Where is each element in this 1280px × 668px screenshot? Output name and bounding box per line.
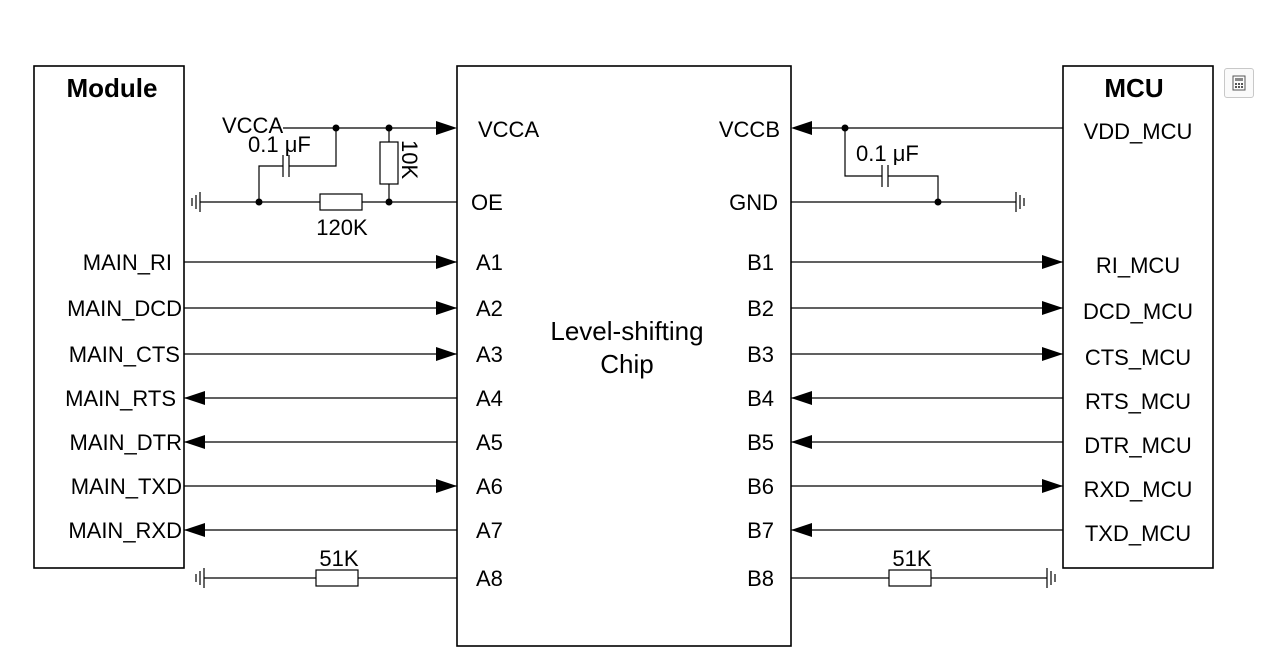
vcca-net-label: VCCA bbox=[222, 113, 283, 138]
mcu-pin-ri-mcu: RI_MCU bbox=[1096, 253, 1180, 278]
chip-label-line1: Level-shifting bbox=[550, 316, 703, 346]
cap-left-wire-top bbox=[289, 128, 337, 167]
r10k-label: 10K bbox=[397, 140, 422, 179]
ground-symbol-a8 bbox=[195, 568, 205, 588]
chip-pin-a6: A6 bbox=[476, 474, 503, 499]
chip-pin-a7: A7 bbox=[476, 518, 503, 543]
ground-symbol-b8 bbox=[1046, 568, 1056, 588]
mcu-pin-txd-mcu: TXD_MCU bbox=[1085, 521, 1191, 546]
arrow-into-mcu bbox=[1042, 347, 1063, 361]
resistor-120k bbox=[319, 193, 363, 211]
arrow-into-mcu bbox=[1042, 301, 1063, 315]
mcu-pin-cts-mcu: CTS_MCU bbox=[1085, 345, 1191, 370]
chip-vccb-label: VCCB bbox=[719, 117, 780, 142]
chip-pin-b7: B7 bbox=[747, 518, 774, 543]
module-pin-main-cts: MAIN_CTS bbox=[69, 342, 180, 367]
mcu-pin-dcd-mcu: DCD_MCU bbox=[1083, 299, 1193, 324]
mcu-pin-rxd-mcu: RXD_MCU bbox=[1084, 477, 1193, 502]
chip-pin-a4: A4 bbox=[476, 386, 503, 411]
vcca-arrow bbox=[436, 121, 457, 135]
chip-label-line2: Chip bbox=[600, 349, 653, 379]
oe-junction-cap bbox=[255, 198, 263, 206]
module-title: Module bbox=[67, 73, 158, 103]
module-pin-main-rts: MAIN_RTS bbox=[65, 386, 176, 411]
ground-symbol-gnd bbox=[1015, 192, 1025, 212]
chip-pin-b1: B1 bbox=[747, 250, 774, 275]
module-pin-main-dcd: MAIN_DCD bbox=[67, 296, 182, 321]
r120k-label: 120K bbox=[316, 215, 368, 240]
arrow-into-module bbox=[184, 435, 205, 449]
ground-symbol-oe bbox=[191, 192, 201, 212]
arrow-into-chip bbox=[436, 255, 457, 269]
cap-right-wire-bottom bbox=[888, 175, 939, 202]
mcu-pin-labels: RI_MCU DCD_MCU CTS_MCU RTS_MCU DTR_MCU RXD_MC… bbox=[1083, 253, 1193, 546]
chip-pin-b3: B3 bbox=[747, 342, 774, 367]
vccb-arrow bbox=[791, 121, 812, 135]
module-pin-main-rxd: MAIN_RXD bbox=[68, 518, 182, 543]
mcu-title: MCU bbox=[1104, 73, 1163, 103]
chip-pin-b4: B4 bbox=[747, 386, 774, 411]
chip-pin-b2: B2 bbox=[747, 296, 774, 321]
resistor-51k-b8 bbox=[888, 569, 932, 587]
arrow-into-chip bbox=[436, 347, 457, 361]
chip-pin-a1: A1 bbox=[476, 250, 503, 275]
mcu-pin-rts-mcu: RTS_MCU bbox=[1085, 389, 1191, 414]
module-box bbox=[33, 65, 185, 569]
r51k-a8-label: 51K bbox=[319, 546, 358, 571]
arrow-into-chip-b bbox=[791, 523, 812, 537]
arrow-into-module bbox=[184, 391, 205, 405]
cap-left-label: 0.1 μF bbox=[248, 132, 311, 157]
arrow-into-module bbox=[184, 523, 205, 537]
chip-box bbox=[456, 65, 792, 647]
module-pin-labels: MAIN_RI MAIN_DCD MAIN_CTS MAIN_RTS MAIN_DTR M… bbox=[65, 250, 182, 543]
chip-pin-a3: A3 bbox=[476, 342, 503, 367]
cap-right-label: 0.1 μF bbox=[856, 141, 919, 166]
chip-oe-label: OE bbox=[471, 190, 503, 215]
chip-pin-a2: A2 bbox=[476, 296, 503, 321]
gnd-junction bbox=[934, 198, 942, 206]
mcu-box bbox=[1062, 65, 1214, 569]
module-pin-main-ri: MAIN_RI bbox=[83, 250, 172, 275]
arrow-into-chip-b bbox=[791, 435, 812, 449]
arrow-into-chip bbox=[436, 479, 457, 493]
chip-pin-b6: B6 bbox=[747, 474, 774, 499]
chip-gnd-label: GND bbox=[729, 190, 778, 215]
chip-pin-b8: B8 bbox=[747, 566, 774, 591]
cap-right-wire-top bbox=[844, 128, 882, 177]
resistor-51k-a8 bbox=[315, 569, 359, 587]
calculator-icon[interactable] bbox=[1224, 68, 1254, 98]
arrow-into-chip-b bbox=[791, 391, 812, 405]
module-pin-main-dtr: MAIN_DTR bbox=[70, 430, 182, 455]
resistor-10k bbox=[379, 141, 399, 185]
module-pin-main-txd: MAIN_TXD bbox=[71, 474, 182, 499]
chip-pin-b5: B5 bbox=[747, 430, 774, 455]
mcu-pin-dtr-mcu: DTR_MCU bbox=[1084, 433, 1192, 458]
arrow-into-chip bbox=[436, 301, 457, 315]
chip-pin-a8: A8 bbox=[476, 566, 503, 591]
arrow-into-mcu bbox=[1042, 479, 1063, 493]
cap-left-wire-bottom bbox=[258, 165, 283, 202]
signal-lines bbox=[184, 255, 1063, 537]
chip-pin-a5: A5 bbox=[476, 430, 503, 455]
mcu-vdd-label: VDD_MCU bbox=[1084, 119, 1193, 144]
chip-vcca-label: VCCA bbox=[478, 117, 539, 142]
arrow-into-mcu bbox=[1042, 255, 1063, 269]
oe-junction-res bbox=[385, 198, 393, 206]
r51k-b8-label: 51K bbox=[892, 546, 931, 571]
